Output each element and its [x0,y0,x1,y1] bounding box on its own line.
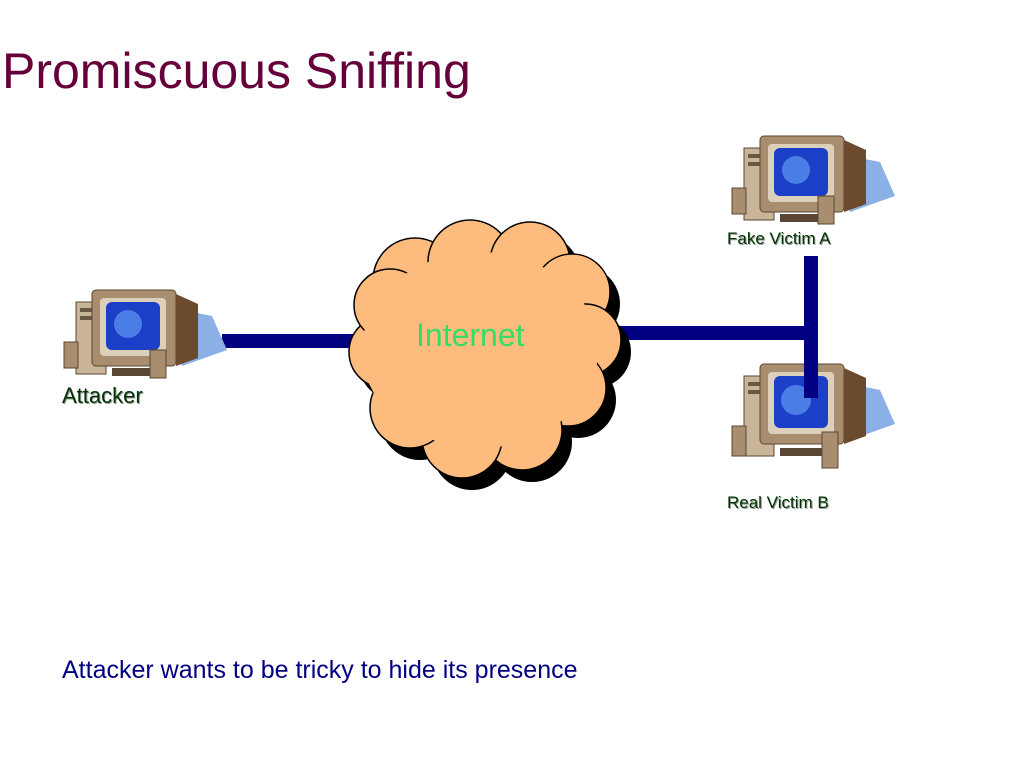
slide-title: Promiscuous Sniffing [2,43,471,99]
real-victim-computer-icon [731,363,895,469]
internet-label: Internet [416,317,525,353]
attacker-label: Attacker [62,383,143,408]
cloud-core [362,252,598,448]
fake-victim-label: Fake Victim A [727,229,831,248]
link-internet-victims [610,326,810,340]
link-attacker-internet [222,334,360,348]
fake-victim-computer-icon [731,135,895,225]
slide-caption: Attacker wants to be tricky to hide its … [62,656,578,684]
real-victim-label: Real Victim B [727,493,829,512]
attacker-computer-icon [63,289,227,379]
